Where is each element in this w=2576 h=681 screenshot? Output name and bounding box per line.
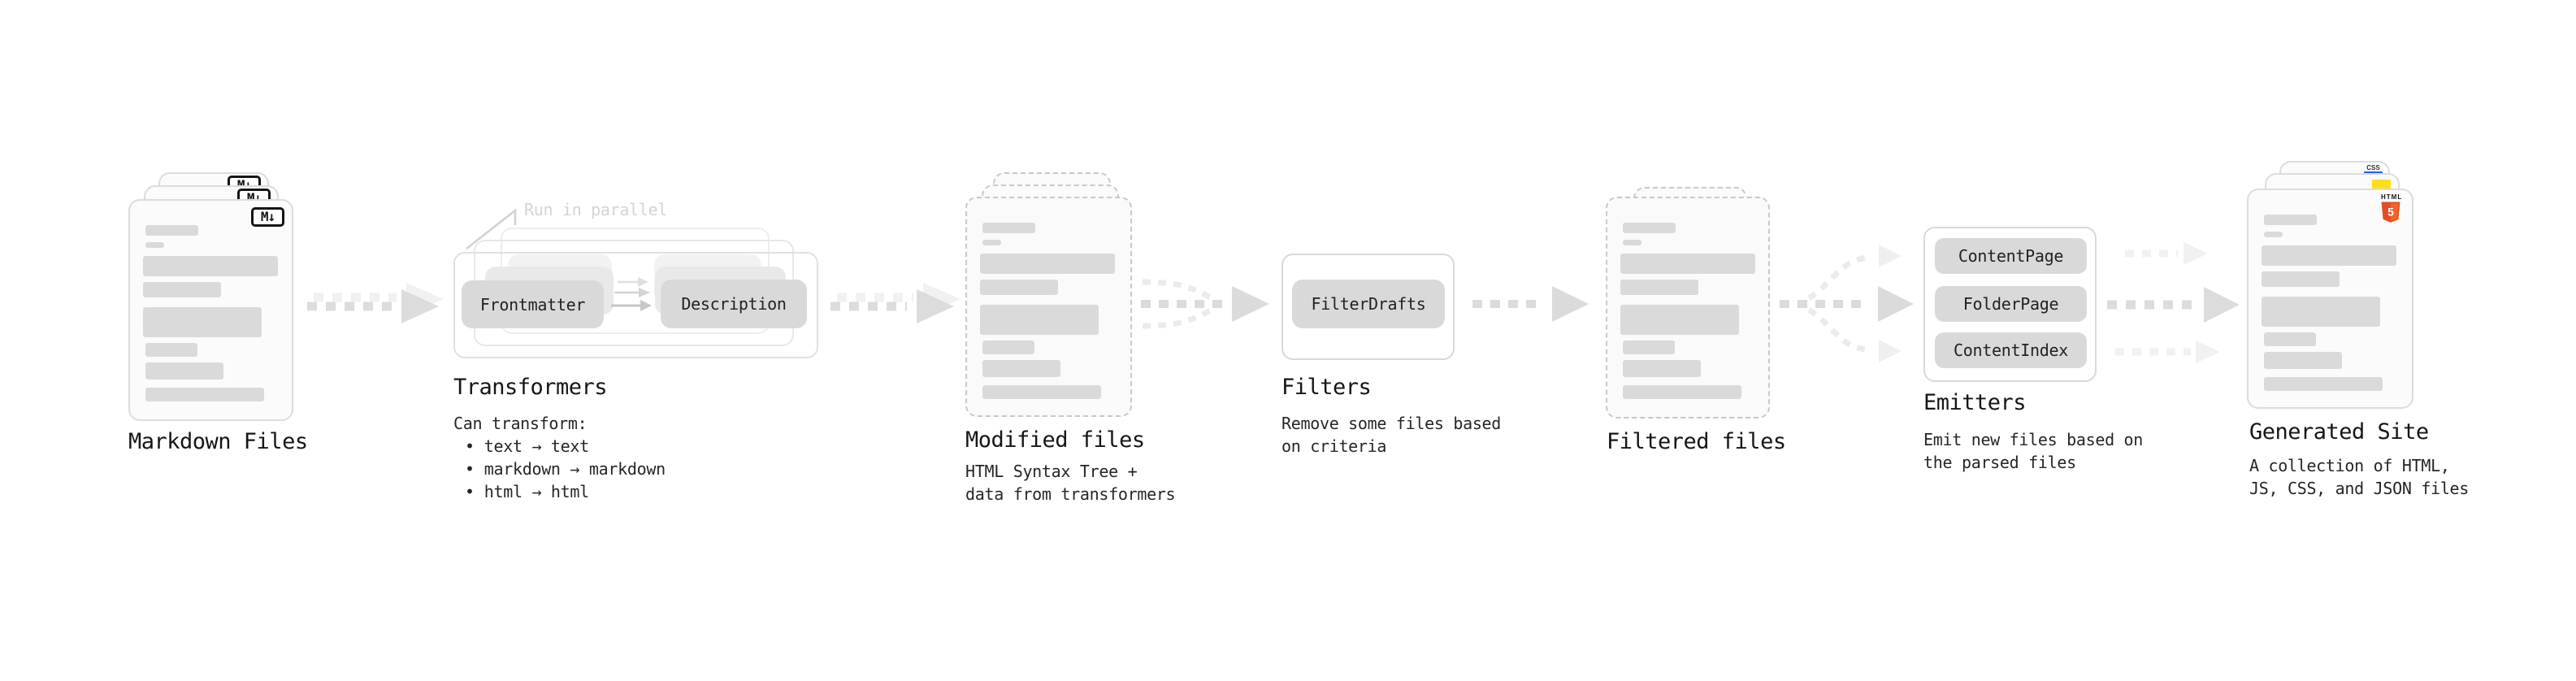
filtered-file-card: [1606, 197, 1770, 419]
desc-line: on criteria: [1281, 436, 1387, 456]
transformer-box: [453, 252, 818, 358]
stage-title-generated-site: Generated Site: [2249, 419, 2429, 445]
stage-description-modified: HTML Syntax Tree + data from transformer…: [965, 460, 1176, 505]
svg-text:5: 5: [2387, 206, 2394, 219]
flow-arrow-markdown-to-transformers: [307, 283, 444, 323]
transform-desc-title: Can transform:: [453, 414, 588, 433]
css-badge-text: CSS: [2366, 164, 2380, 171]
emitter-pill-content-page: ContentPage: [1935, 238, 2087, 274]
stage-title-emitters: Emitters: [1923, 390, 2027, 415]
flow-arrow-modified-to-filters: [1141, 279, 1269, 329]
desc-line: JS, CSS, and JSON files: [2249, 479, 2470, 498]
skeleton-line: [143, 256, 278, 276]
skeleton-line: [1620, 305, 1739, 335]
flow-arrow-emitters-to-generated: [2107, 242, 2240, 363]
stage-description-filters: Remove some files based on criteria: [1281, 412, 1501, 458]
skeleton-line: [982, 360, 1060, 377]
emitter-pill-folder-page: FolderPage: [1935, 286, 2087, 322]
skeleton-line: [1623, 223, 1676, 233]
desc-line: HTML Syntax Tree +: [965, 462, 1138, 481]
skeleton-line: [1620, 254, 1755, 274]
stage-description-emitters: Emit new files based on the parsed files: [1923, 428, 2143, 474]
html5-shield-icon: 5: [2381, 202, 2400, 223]
bullet-dot: •: [465, 482, 475, 501]
html5-badge-text: HTML: [2381, 193, 2403, 201]
skeleton-line: [143, 307, 262, 337]
transform-bullet: • html → html: [453, 480, 666, 503]
skeleton-line: [2264, 377, 2383, 391]
modified-file-card: [965, 197, 1132, 417]
bullet-dot: •: [465, 436, 475, 456]
skeleton-line: [1623, 340, 1675, 354]
transform-bullet: • markdown → markdown: [453, 458, 666, 480]
flow-arrow-transformers-to-modified: [830, 283, 961, 323]
skeleton-line: [2262, 297, 2380, 327]
stage-title-filters: Filters: [1281, 375, 1372, 400]
skeleton-line: [2262, 271, 2340, 287]
description-pill: Description: [661, 280, 807, 328]
skeleton-line: [982, 340, 1034, 354]
markdown-icon: M↓: [251, 207, 284, 227]
stage-title-transformers: Transformers: [453, 375, 608, 400]
desc-line: Remove some files based: [1281, 414, 1502, 433]
stage-title-modified-files: Modified files: [965, 427, 1145, 453]
stage-description-generated: A collection of HTML, JS, CSS, and JSON …: [2249, 454, 2469, 500]
skeleton-line: [982, 240, 1001, 245]
skeleton-line: [980, 305, 1099, 335]
skeleton-line: [980, 254, 1115, 274]
desc-line: Emit new files based on: [1923, 430, 2144, 449]
skeleton-line: [2264, 332, 2316, 346]
stage-title-filtered-files: Filtered files: [1607, 429, 1786, 454]
skeleton-line: [1623, 360, 1701, 377]
skeleton-line: [145, 388, 264, 401]
skeleton-line: [2264, 352, 2342, 369]
bullet-text: markdown → markdown: [484, 459, 666, 479]
skeleton-line: [1623, 240, 1641, 245]
transform-bullet: • text → text: [453, 435, 666, 458]
emitter-pill-content-index: ContentIndex: [1935, 332, 2087, 368]
run-in-parallel-note: Run in parallel: [524, 200, 668, 219]
skeleton-line: [143, 282, 221, 297]
javascript-icon: [2372, 180, 2391, 190]
skeleton-line: [145, 362, 223, 380]
flow-arrow-filtered-to-emitters-split: [1780, 245, 1914, 362]
skeleton-line: [145, 343, 197, 357]
desc-line: the parsed files: [1923, 453, 2076, 472]
html5-icon: HTML 5: [2381, 193, 2403, 223]
bullet-text: html → html: [484, 482, 589, 501]
flow-arrow-filters-to-filtered: [1472, 286, 1589, 322]
desc-line: data from transformers: [965, 484, 1176, 504]
markdown-file-card: M↓: [128, 199, 293, 421]
skeleton-line: [2264, 232, 2283, 237]
skeleton-line: [1623, 385, 1741, 399]
skeleton-line: [145, 242, 164, 248]
skeleton-line: [1620, 280, 1698, 295]
bullet-dot: •: [465, 459, 475, 479]
bullet-text: text → text: [484, 436, 589, 456]
skeleton-line: [2264, 215, 2317, 225]
skeleton-line: [982, 223, 1035, 233]
skeleton-line: [145, 225, 198, 236]
frontmatter-pill: Frontmatter: [462, 280, 604, 328]
filter-drafts-pill: FilterDrafts: [1292, 280, 1445, 328]
stage-title-markdown-files: Markdown Files: [128, 429, 308, 454]
skeleton-line: [982, 385, 1101, 399]
generated-file-card: HTML 5: [2247, 189, 2413, 409]
desc-line: A collection of HTML,: [2249, 456, 2450, 475]
stage-description-transformers: Can transform: • text → text • markdown …: [453, 412, 666, 503]
skeleton-line: [2262, 245, 2396, 266]
skeleton-line: [980, 280, 1058, 295]
